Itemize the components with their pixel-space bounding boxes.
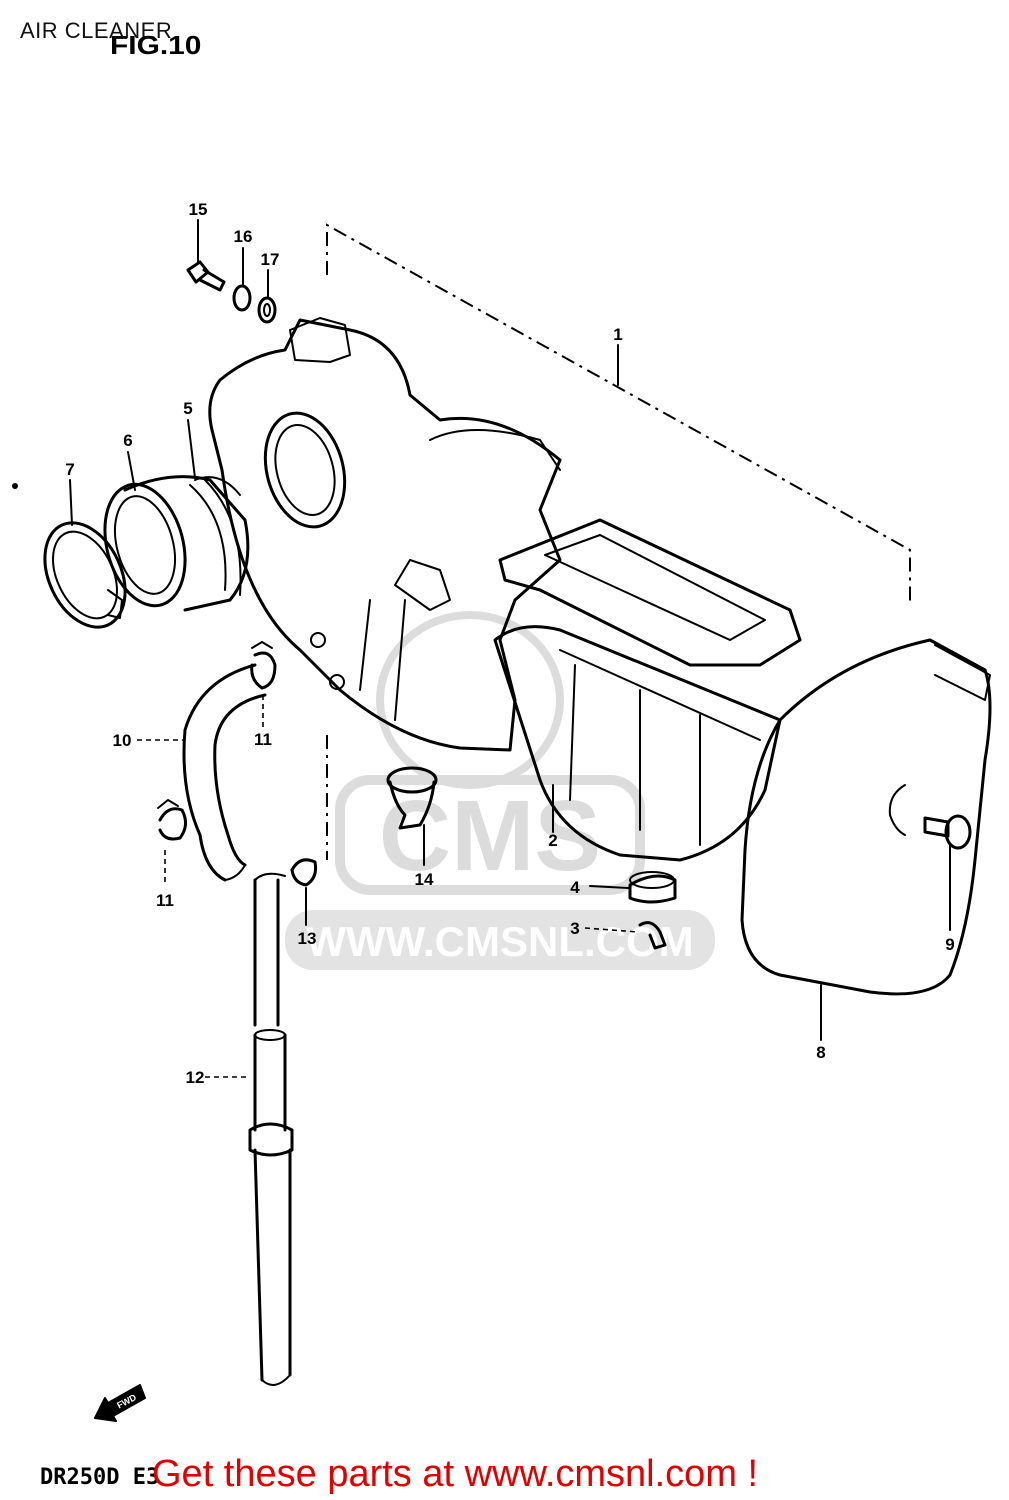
forward-direction-arrow-icon: FWD: [94, 1384, 146, 1422]
callout-13: 13: [298, 929, 317, 948]
callout-3: 3: [570, 919, 579, 938]
cushion-and-clip: [628, 871, 677, 950]
callout-1: 1: [613, 325, 622, 344]
callout-11-upper: 11: [254, 730, 272, 749]
inlet-clamp: [43, 521, 127, 629]
hose-clamps: [157, 641, 277, 841]
model-code: DR250D E3: [40, 1465, 160, 1490]
drain-plug: [386, 766, 438, 830]
callout-11-lower: 11: [156, 891, 174, 910]
watermark: CMS WWW.CMSNL.COM: [285, 611, 715, 970]
callout-2: 2: [548, 831, 557, 850]
drain-tube: [248, 872, 294, 1386]
page-title: AIR CLEANER: [20, 18, 173, 43]
callout-14: 14: [415, 870, 434, 889]
callout-8: 8: [816, 1043, 825, 1062]
callout-12: 12: [186, 1068, 205, 1087]
callout-15: 15: [189, 200, 208, 219]
watermark-logo-plate: [335, 775, 645, 895]
callout-17: 17: [261, 250, 280, 269]
cap-screw: [923, 814, 972, 850]
callout-7: 7: [65, 460, 74, 479]
figure-number: FIG.10: [110, 30, 202, 60]
callout-4: 4: [570, 878, 580, 897]
callout-10: 10: [113, 731, 132, 750]
air-cleaner-cap: [740, 638, 992, 996]
callout-labels: 15 16 17 1 5 6 7 10 11 11 12 13 14 2 4 3…: [65, 200, 954, 1087]
drain-hose: [182, 663, 267, 882]
stray-mark: [12, 483, 18, 489]
watermark-url-text: WWW.CMSNL.COM: [306, 918, 693, 965]
watermark-url-plate: [285, 910, 715, 970]
callout-6: 6: [123, 431, 132, 450]
bolt-washer-set: [186, 260, 277, 324]
inlet-boot: [103, 475, 250, 612]
watermark-logo-text: CMS: [379, 780, 601, 892]
callout-9: 9: [945, 935, 954, 954]
callout-16: 16: [234, 227, 253, 246]
promo-link[interactable]: Get these parts at www.cmsnl.com !: [152, 1453, 759, 1495]
tube-clamp: [290, 858, 318, 887]
element-frame: [493, 518, 802, 862]
assembly-bracket: [326, 223, 911, 860]
callout-leaders: [69, 219, 951, 1078]
callout-5: 5: [183, 399, 192, 418]
